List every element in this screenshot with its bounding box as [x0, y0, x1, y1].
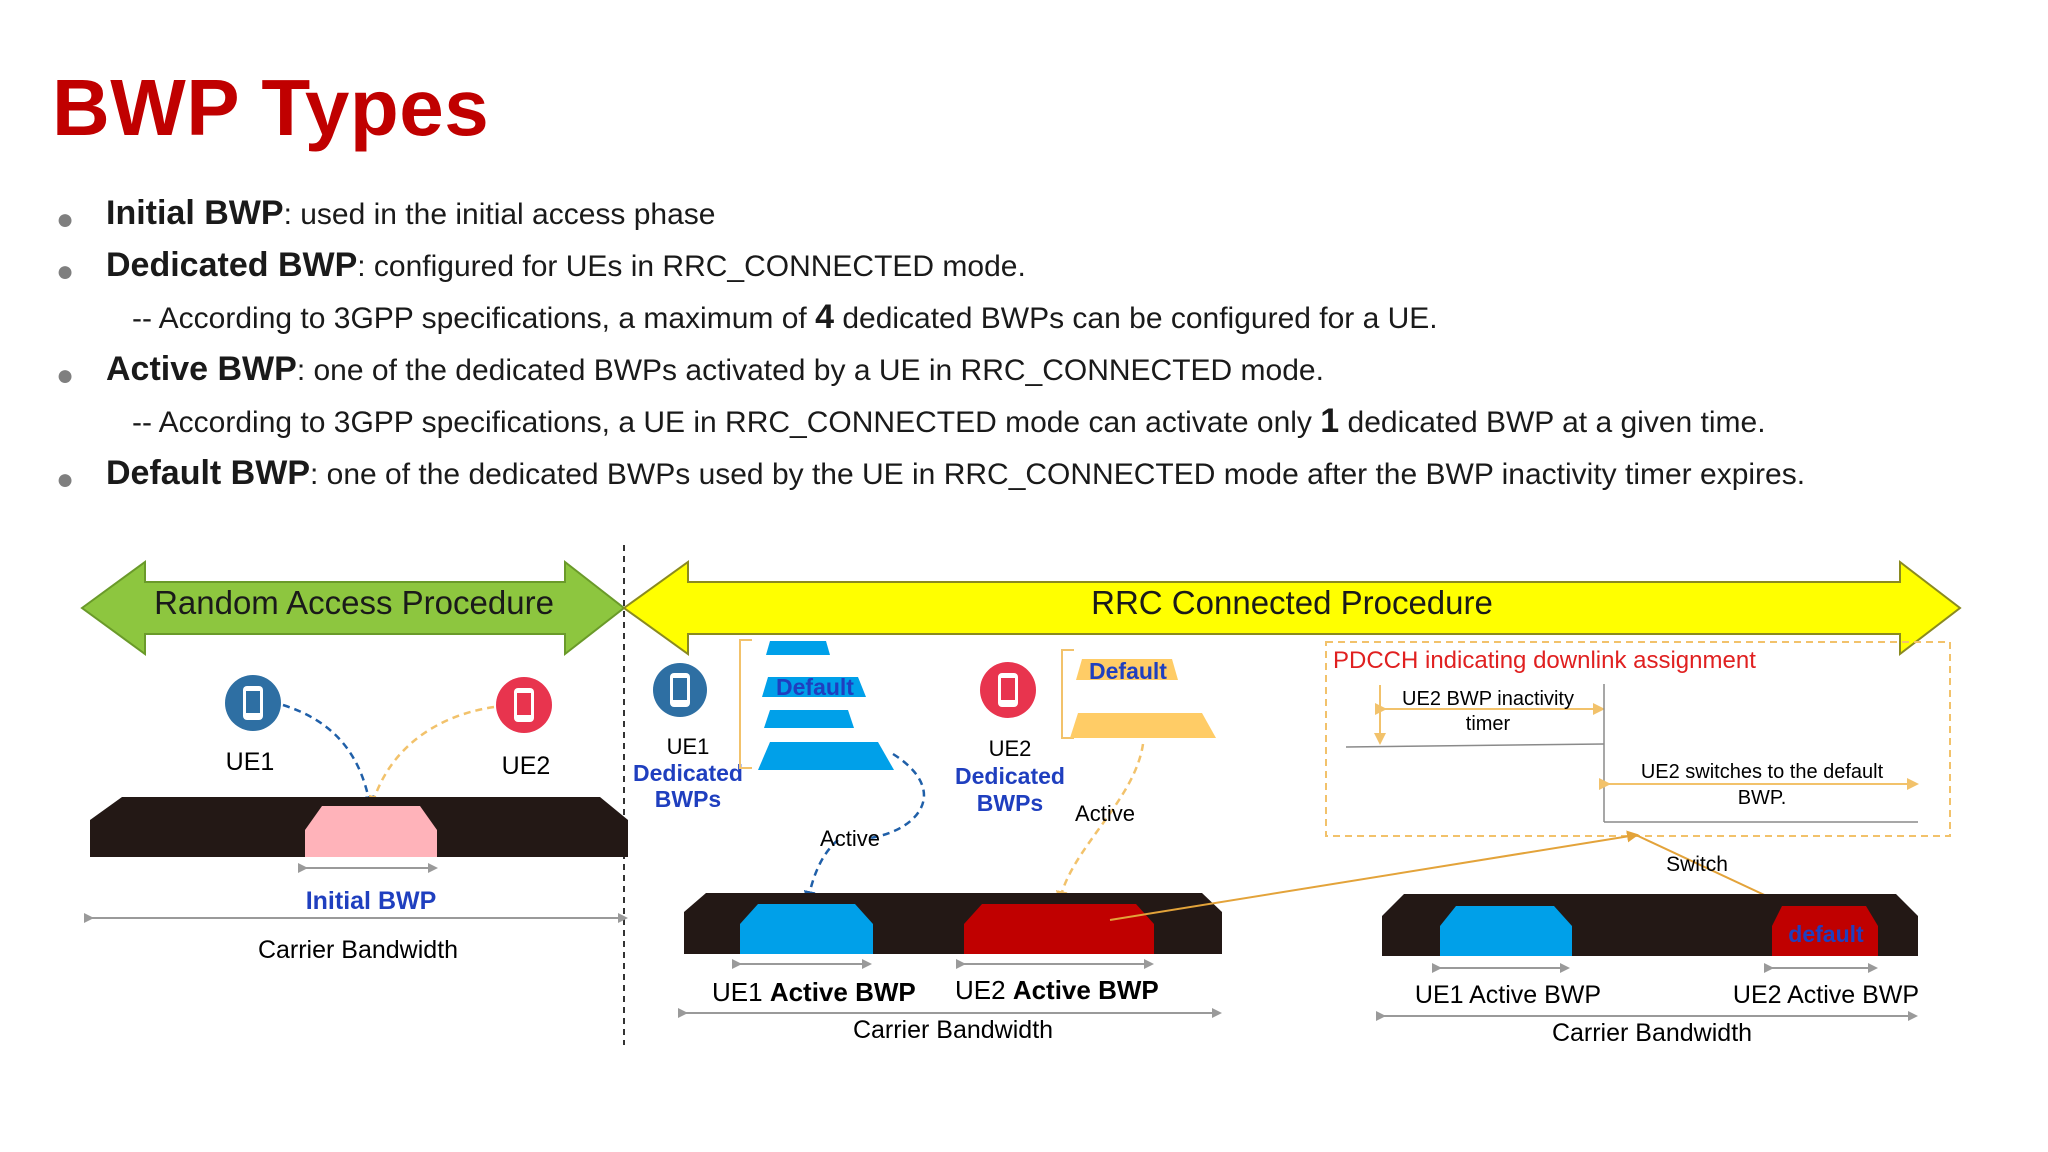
phone-icon — [496, 677, 552, 733]
ue2-dedicated-label: UE2 — [989, 736, 1032, 761]
bullet-dedicated-bwp: ● Dedicated BWP: configured for UEs in R… — [52, 240, 2002, 292]
bullet-term: Dedicated BWP — [106, 246, 358, 284]
ue2-dedicated-bwp-default — [1076, 659, 1178, 680]
ue1-default-label: Default — [776, 674, 854, 700]
bullet-text: : one of the dedicated BWPs activated by… — [296, 354, 1324, 387]
ue2-active-text: Active — [1075, 801, 1135, 826]
page-title: BWP Types — [52, 63, 490, 152]
bullet-active-bwp: ● Active BWP: one of the dedicated BWPs … — [52, 344, 2002, 396]
sub-bullet-active: -- According to 3GPP specifications, a U… — [52, 396, 2002, 448]
ue1-label: UE1 — [226, 748, 275, 776]
phone-icon — [653, 663, 707, 717]
switch-text-line1: UE2 switches to the default — [1641, 761, 1884, 783]
ue2-active-bwp-block — [964, 904, 1154, 954]
bwps-label: BWPs — [977, 790, 1043, 816]
ue2-bracket — [1061, 649, 1074, 739]
switch-label: Switch — [1666, 853, 1728, 876]
inactivity-timer-text-line1: UE2 BWP inactivity — [1402, 688, 1574, 710]
ue1-dedicated-bwp-default — [762, 677, 866, 697]
ue1-active-bwp-label: UE1 Active BWP — [712, 977, 916, 1007]
pdcch-link-arrow — [1109, 830, 1639, 921]
phone-icon — [225, 675, 281, 731]
dedicated-label: Dedicated — [955, 763, 1065, 789]
bullet-list: ● Initial BWP: used in the initial acces… — [52, 188, 2002, 500]
pdcch-label: PDCCH indicating downlink assignment — [1333, 647, 1756, 674]
ue2-access-arrow — [368, 705, 495, 808]
sub-text-post: dedicated BWPs can be configured for a U… — [833, 302, 1438, 335]
dedicated-label: Dedicated — [633, 760, 743, 786]
ue1-active-text: Active — [820, 826, 880, 851]
ue1-active-bwp-label-right: UE1 Active BWP — [1415, 981, 1601, 1009]
ue1-active-bwp-block — [740, 904, 873, 954]
ue1-access-arrow — [282, 703, 375, 808]
ue2-active-bwp-label-right: UE2 Active BWP — [1733, 981, 1919, 1009]
carrier-bandwidth-label-left: Carrier Bandwidth — [258, 936, 458, 964]
bullet-text: : configured for UEs in RRC_CONNECTED mo… — [357, 250, 1026, 283]
ue2-default-label: Default — [1089, 658, 1167, 684]
random-access-label: Random Access Procedure — [154, 584, 554, 621]
initial-bwp-label: Initial BWP — [306, 887, 437, 915]
sub-bullet-dedicated: -- According to 3GPP specifications, a m… — [52, 292, 2002, 344]
ue2-default-bwp-block — [1772, 906, 1878, 956]
initial-bwp-block — [305, 806, 437, 857]
ue1-bracket — [739, 639, 752, 769]
timeline-upper — [1345, 743, 1605, 748]
ue2-default-lower-label: default — [1788, 921, 1864, 947]
sub-number: 4 — [815, 298, 834, 336]
phone-icon — [980, 662, 1036, 718]
ue1-active-bwp-block-right — [1440, 906, 1572, 956]
bullet-text: : one of the dedicated BWPs used by the … — [310, 458, 1806, 491]
sub-text-post: dedicated BWP at a given time. — [1339, 406, 1766, 439]
bullet-term: Active BWP — [106, 350, 297, 388]
ue2-active-arrow — [1055, 743, 1145, 903]
ue1-active-arrow-upper — [869, 752, 926, 840]
bwps-label: BWPs — [655, 786, 721, 812]
ue1-dedicated-label: UE1 — [667, 734, 710, 759]
sub-text-pre: -- According to 3GPP specifications, a U… — [132, 406, 1321, 439]
ue1-dedicated-bwp-active — [758, 742, 894, 770]
ue2-dedicated-bwp-active — [1070, 713, 1216, 738]
bullet-dot-icon: ● — [56, 203, 75, 236]
rrc-connected-arrow — [622, 559, 1962, 657]
bullet-initial-bwp: ● Initial BWP: used in the initial acces… — [52, 188, 2002, 240]
bullet-dot-icon: ● — [56, 463, 75, 496]
bullet-dot-icon: ● — [56, 255, 75, 288]
carrier-bandwidth-label-middle: Carrier Bandwidth — [853, 1016, 1053, 1044]
ue1-dedicated-bwp-3 — [764, 710, 854, 728]
bullet-term: Initial BWP — [106, 194, 284, 232]
inactivity-timer-text-line2: timer — [1466, 713, 1511, 735]
sub-number: 1 — [1320, 402, 1340, 440]
switch-text-line2: BWP. — [1738, 787, 1787, 809]
bullet-default-bwp: ● Default BWP: one of the dedicated BWPs… — [52, 448, 2002, 500]
carrier-bandwidth-label-right: Carrier Bandwidth — [1552, 1019, 1752, 1047]
bullet-text: : used in the initial access phase — [283, 198, 716, 231]
ue1-dedicated-bwp-1 — [766, 641, 830, 655]
rrc-connected-label: RRC Connected Procedure — [1091, 584, 1493, 621]
ue2-label: UE2 — [502, 752, 551, 780]
bullet-dot-icon: ● — [56, 359, 75, 392]
bullet-term: Default BWP — [106, 454, 310, 492]
ue2-active-bwp-label: UE2 Active BWP — [955, 975, 1159, 1005]
sub-text-pre: -- According to 3GPP specifications, a m… — [132, 302, 816, 335]
